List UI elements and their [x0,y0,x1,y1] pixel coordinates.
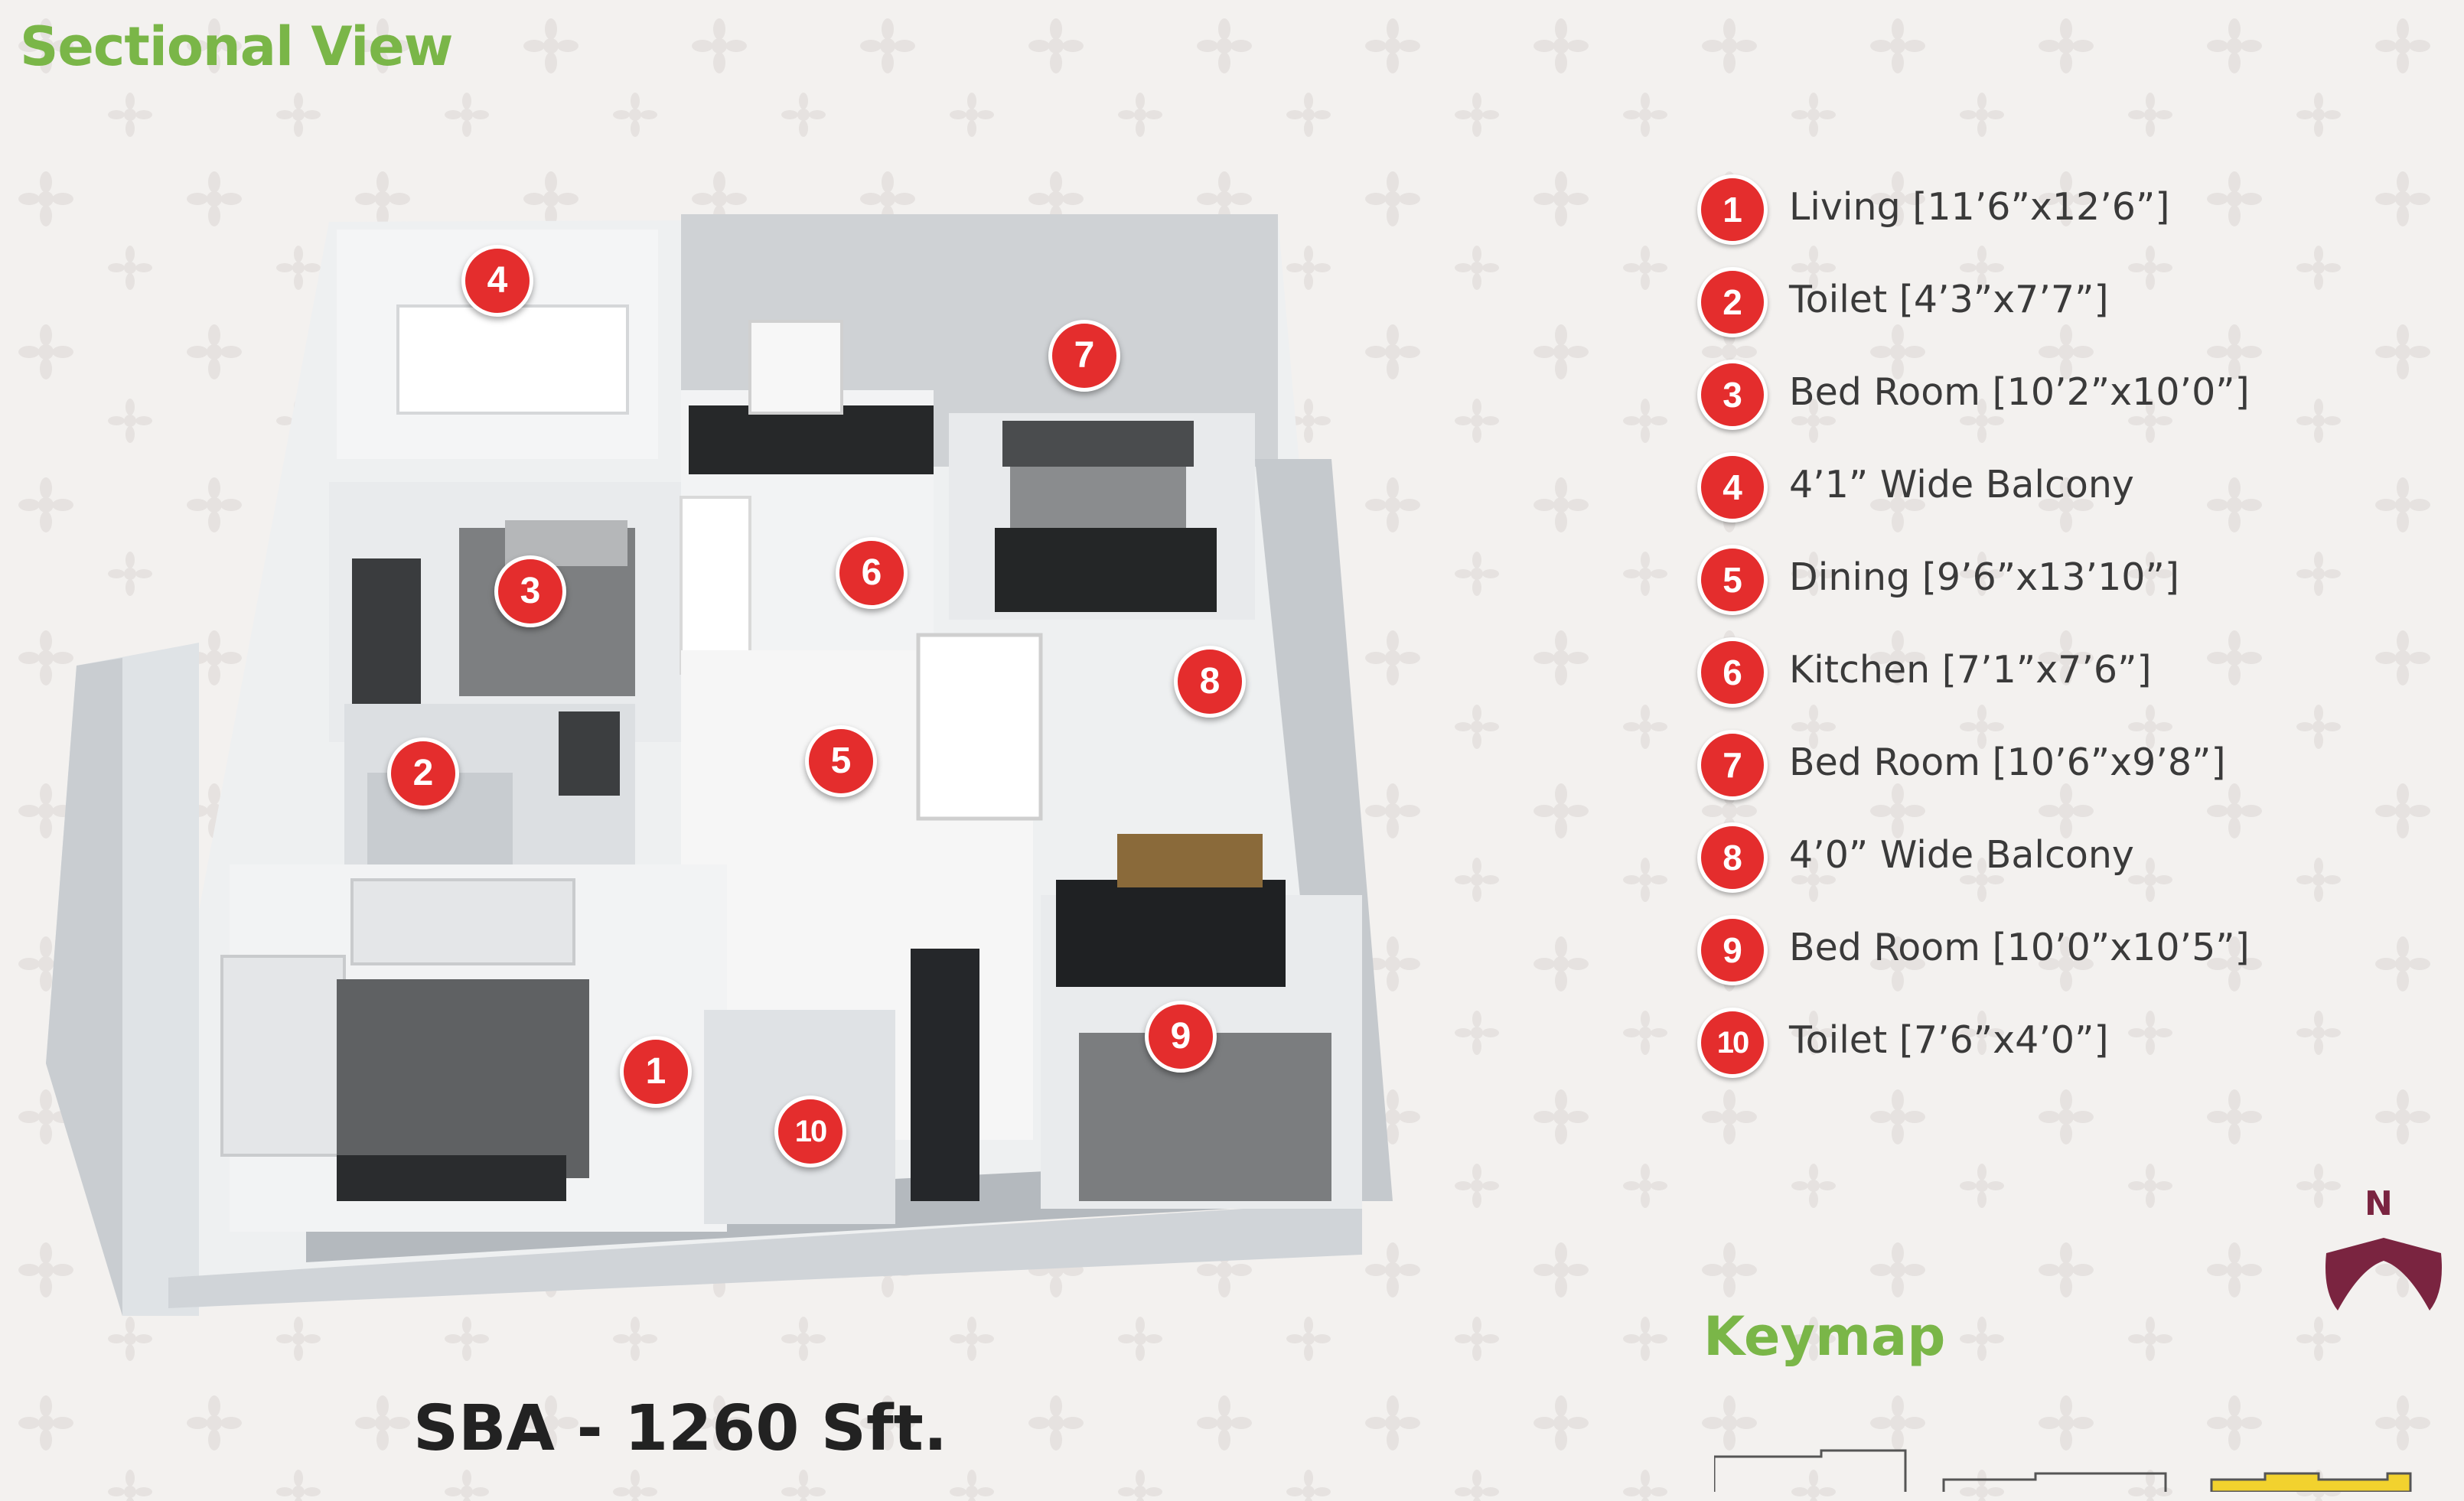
legend-label: Bed Room [10’6”x9’8”] [1789,741,2226,784]
legend-number-badge: 1 [1697,174,1768,245]
page-title: Sectional View [20,15,453,78]
legend-item: 9 Bed Room [10’0”x10’5”] [1697,915,2432,991]
legend-label: Bed Room [10’0”x10’5”] [1789,926,2250,969]
plan-marker-6: 6 [836,537,908,609]
legend-item: 4 4’1” Wide Balcony [1697,452,2432,529]
north-arrow-icon [2325,1238,2442,1311]
legend-item: 8 4’0” Wide Balcony [1697,822,2432,899]
plan-marker-9: 9 [1145,1001,1217,1073]
plan-marker-3: 3 [494,555,566,627]
legend-number-badge: 7 [1697,730,1768,800]
legend-number-badge: 10 [1697,1008,1768,1078]
legend-item: 5 Dining [9’6”x13’10”] [1697,545,2432,621]
legend-item: 7 Bed Room [10’6”x9’8”] [1697,730,2432,806]
super-built-area: SBA - 1260 Sft. [413,1392,948,1465]
keymap-diagram [1714,1449,2412,1492]
legend-number-badge: 3 [1697,360,1768,430]
legend-number-badge: 5 [1697,545,1768,615]
floor-plan-illustration [46,214,1393,1316]
legend-label: Dining [9’6”x13’10”] [1789,555,2179,599]
legend-item: 1 Living [11’6”x12’6”] [1697,174,2432,251]
legend-number-badge: 8 [1697,822,1768,893]
legend-number-badge: 6 [1697,637,1768,708]
legend-item: 3 Bed Room [10’2”x10’0”] [1697,360,2432,436]
plan-marker-1: 1 [620,1036,692,1108]
legend-label: Bed Room [10’2”x10’0”] [1789,370,2250,414]
plan-marker-5: 5 [805,725,877,797]
north-label: N [2365,1184,2393,1223]
legend-label: Toilet [7’6”x4’0”] [1789,1018,2109,1062]
plan-marker-8: 8 [1174,646,1246,718]
front-wall [168,1201,1362,1308]
legend-label: 4’0” Wide Balcony [1789,833,2134,877]
plan-marker-4: 4 [461,245,533,317]
legend-number-badge: 2 [1697,267,1768,337]
legend-label: Living [11’6”x12’6”] [1789,185,2170,229]
legend-label: Toilet [4’3”x7’7”] [1789,278,2109,321]
legend-item: 6 Kitchen [7’1”x7’6”] [1697,637,2432,714]
legend-label: Kitchen [7’1”x7’6”] [1789,648,2152,692]
keymap-title: Keymap [1703,1305,1946,1368]
legend-number-badge: 4 [1697,452,1768,523]
room-legend: 1 Living [11’6”x12’6”] 2 Toilet [4’3”x7’… [1697,174,2432,1108]
plan-marker-2: 2 [387,737,459,809]
legend-number-badge: 9 [1697,915,1768,985]
plan-marker-7: 7 [1048,320,1120,392]
plan-marker-10: 10 [774,1096,846,1167]
legend-label: 4’1” Wide Balcony [1789,463,2134,506]
legend-item: 10 Toilet [7’6”x4’0”] [1697,1008,2432,1084]
legend-item: 2 Toilet [4’3”x7’7”] [1697,267,2432,344]
